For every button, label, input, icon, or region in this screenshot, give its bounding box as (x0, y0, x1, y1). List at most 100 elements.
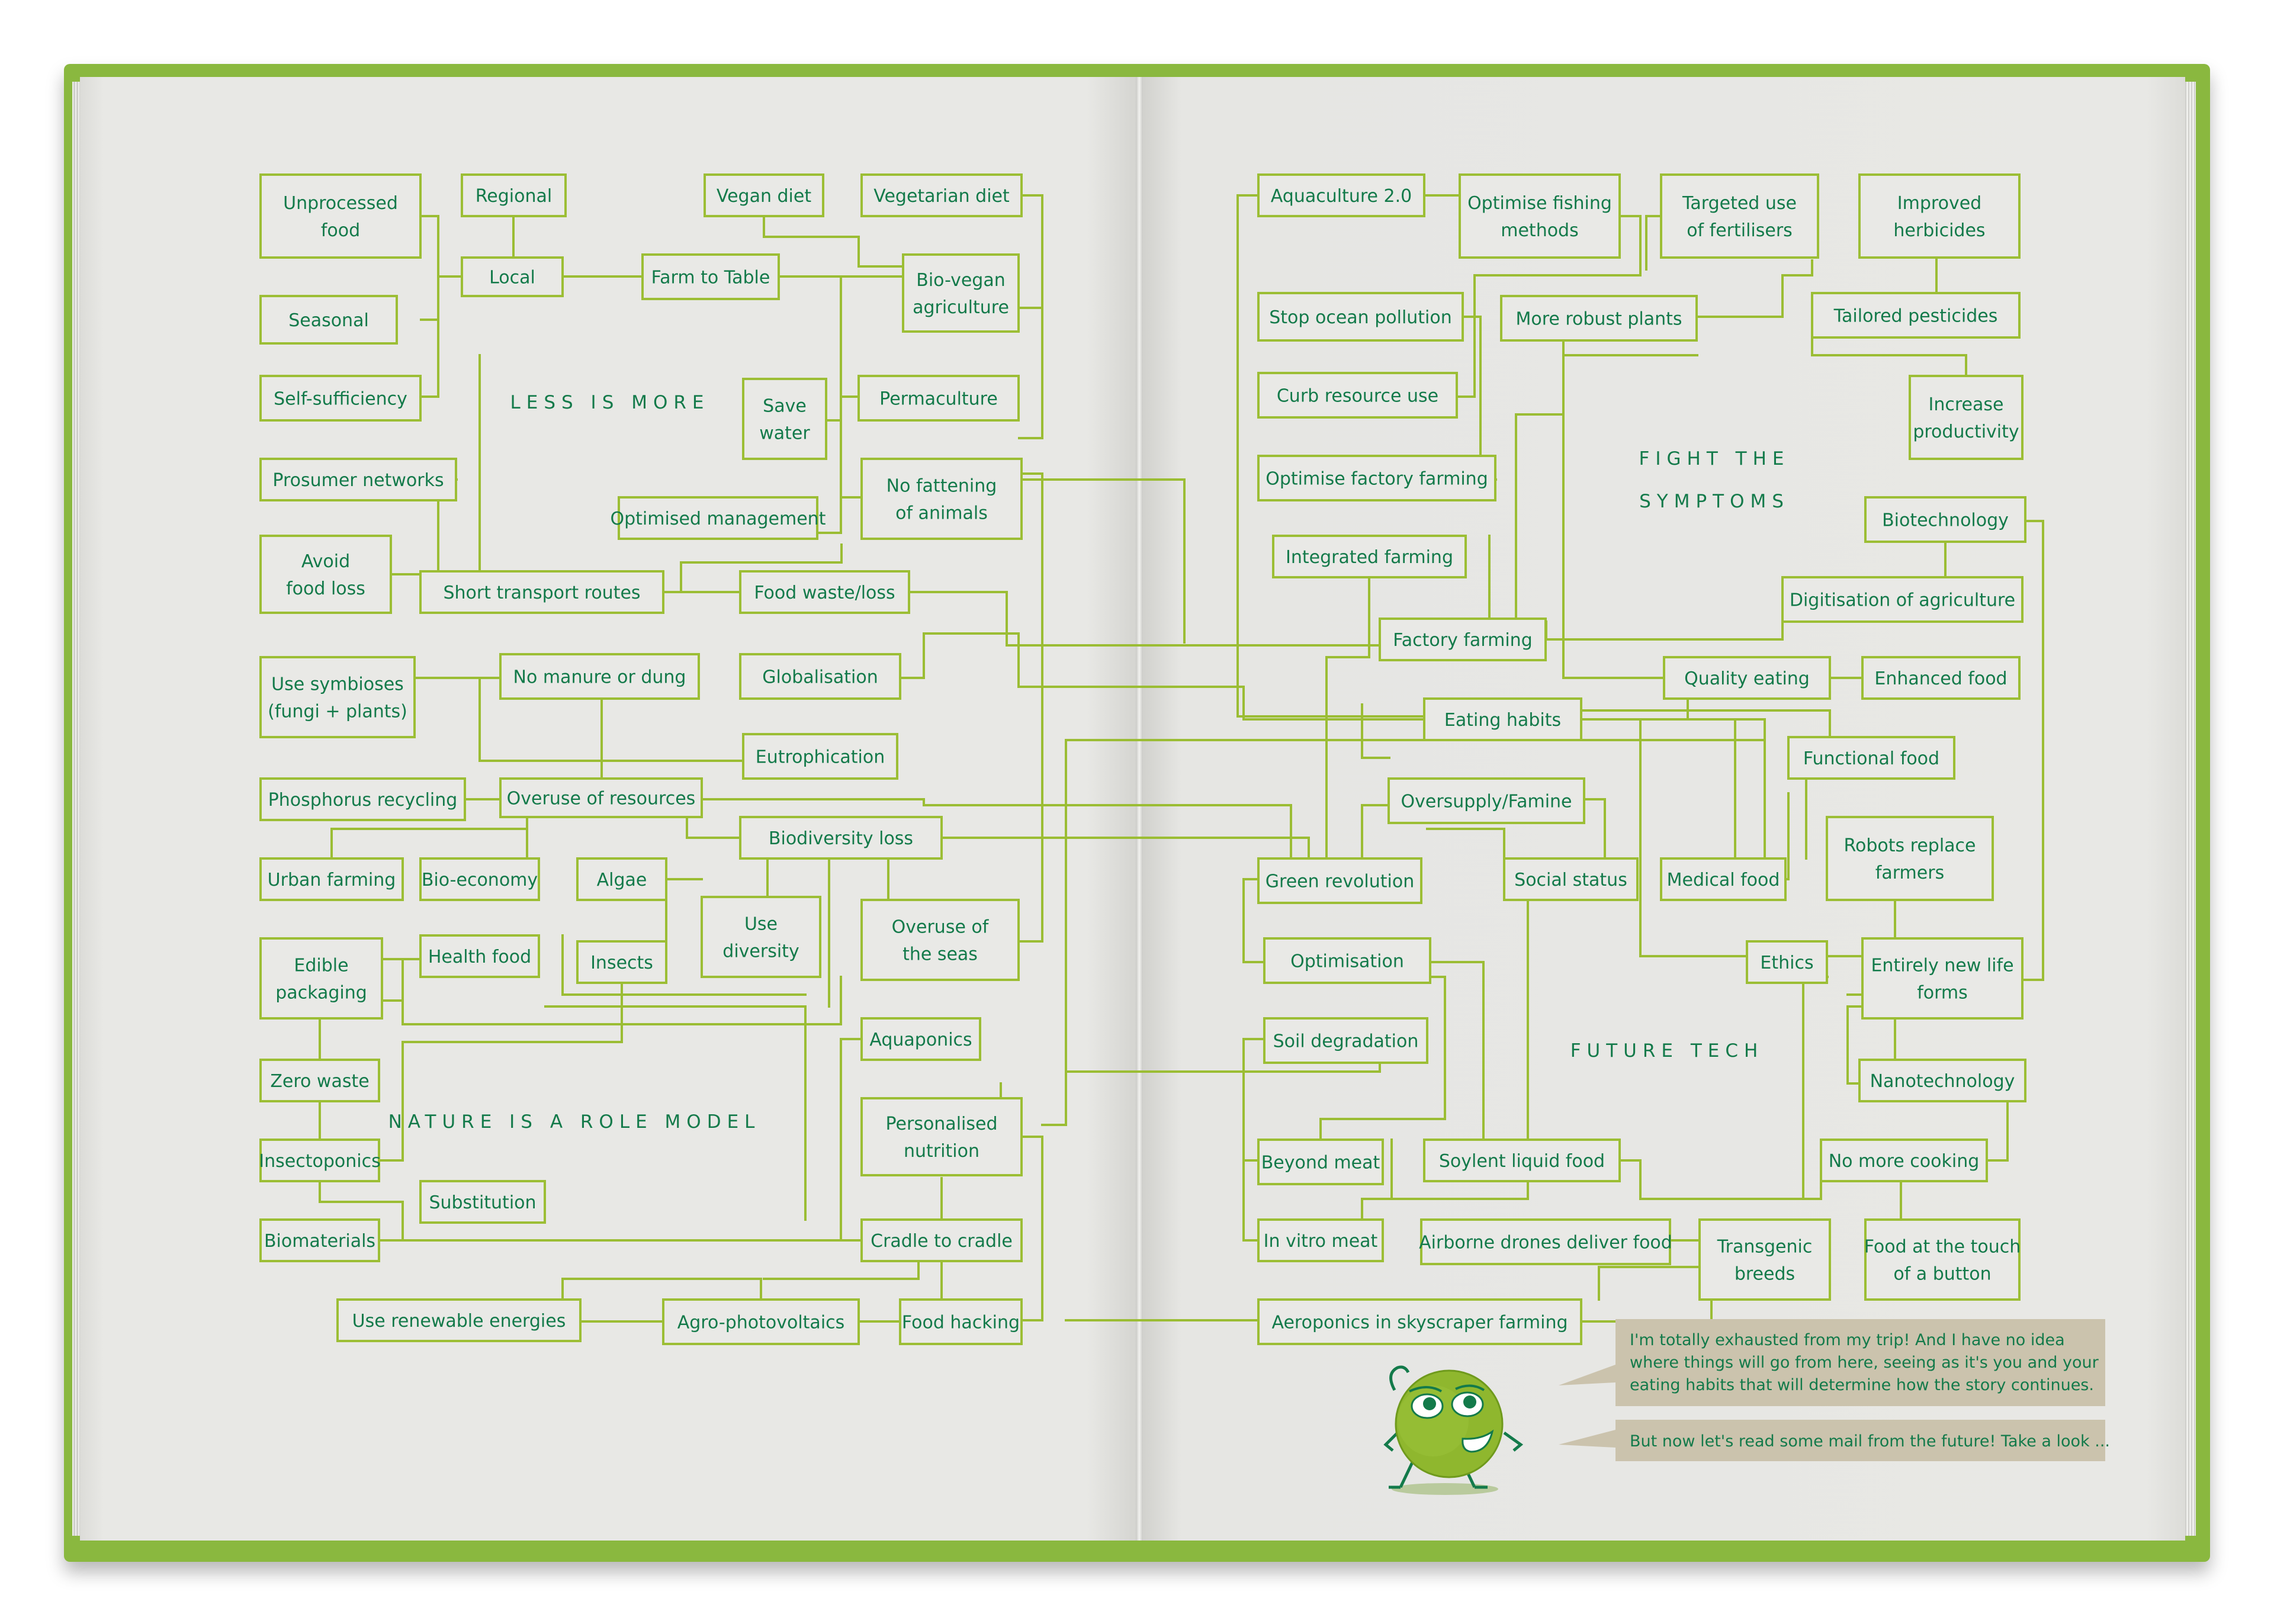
concept-box-selfsuff: Self-sufficiency (259, 375, 422, 422)
box-label: Personalised (886, 1114, 998, 1134)
box-label: Enhanced food (1874, 668, 2007, 689)
box-label: forms (1917, 983, 1968, 1004)
box-frame (739, 653, 901, 700)
bubble-line: where things will go from here, seeing a… (1630, 1353, 2099, 1372)
box-frame (419, 934, 540, 978)
concept-box-algae: Algae (576, 857, 667, 901)
box-frame (739, 816, 943, 860)
book-gutter (1136, 77, 1143, 1541)
concept-box-ocean: Stop ocean pollution (1257, 292, 1464, 342)
box-label: Local (489, 268, 535, 288)
concept-box-robustplants: More robust plants (1500, 295, 1698, 342)
box-label: Insects (590, 953, 653, 973)
concept-box-substitution: Substitution (419, 1180, 546, 1224)
concept-box-renewable: Use renewable energies (336, 1298, 582, 1342)
concept-box-regional: Regional (461, 173, 567, 217)
box-frame (860, 899, 1020, 981)
box-label: Insectoponics (259, 1151, 380, 1172)
box-frame (1787, 736, 1955, 780)
box-label: Seasonal (288, 310, 369, 331)
concept-box-functional: Functional food (1787, 736, 1955, 780)
box-frame (860, 173, 1023, 217)
concept-box-pesticides: Tailored pesticides (1811, 292, 2021, 339)
box-label: farmers (1875, 863, 1944, 883)
box-frame (419, 1180, 546, 1224)
box-frame (336, 1298, 582, 1342)
box-frame (860, 1218, 1023, 1262)
concept-box-oversupply: Oversupply/Famine (1387, 777, 1585, 824)
box-label: Optimise factory farming (1266, 469, 1488, 490)
box-label: Functional food (1803, 748, 1939, 769)
box-label: Medical food (1667, 870, 1780, 890)
box-frame (259, 777, 466, 821)
box-label: Agro-photovoltaics (677, 1313, 845, 1333)
box-frame (1858, 173, 2021, 259)
concept-box-shorttransport: Short transport routes (419, 570, 664, 614)
box-label: Eating habits (1444, 710, 1561, 731)
box-frame (259, 937, 383, 1020)
box-label: Biodiversity loss (769, 828, 913, 849)
box-label: Soylent liquid food (1439, 1151, 1605, 1172)
box-label: Curb resource use (1277, 386, 1438, 407)
box-frame (1781, 576, 2024, 623)
box-label: breeds (1735, 1264, 1795, 1285)
box-label: Zero waste (270, 1071, 369, 1092)
box-label: Use renewable energies (352, 1311, 566, 1332)
box-frame (1257, 1218, 1384, 1262)
concept-box-insects: Insects (576, 940, 667, 984)
box-frame (1423, 1139, 1621, 1182)
box-frame (576, 940, 667, 984)
box-frame (419, 857, 540, 901)
box-label: Unprocessed (283, 193, 398, 214)
concept-box-soil: Soil degradation (1263, 1017, 1428, 1064)
box-frame (1503, 857, 1639, 901)
box-frame (259, 535, 392, 614)
section-title-less: LESS IS MORE (510, 392, 709, 413)
concept-box-agropv: Agro-photovoltaics (662, 1298, 860, 1345)
concept-box-bioeconomy: Bio-economy (419, 857, 540, 901)
box-label: of a button (1893, 1264, 1991, 1285)
box-label: Health food (428, 947, 531, 967)
bubble-line: I'm totally exhausted from my trip! And … (1630, 1331, 2065, 1349)
box-label: No more cooking (1829, 1151, 1980, 1172)
concept-box-socialstatus: Social status (1503, 857, 1639, 901)
box-frame (860, 1017, 981, 1061)
box-label: Improved (1897, 193, 1981, 214)
box-frame (259, 656, 416, 738)
box-label: Biomaterials (264, 1231, 375, 1252)
concept-box-eutrophication: Eutrophication (742, 733, 898, 780)
box-label: methods (1501, 220, 1578, 241)
box-frame (1272, 535, 1467, 578)
box-label: the seas (902, 944, 978, 965)
concept-box-healthfood: Health food (419, 934, 540, 978)
box-frame (1660, 173, 1819, 259)
box-frame (1257, 292, 1464, 342)
box-frame (1459, 173, 1621, 259)
concept-box-factory: Factory farming (1379, 618, 1547, 661)
box-label: Cradle to cradle (871, 1231, 1013, 1252)
box-label: Social status (1514, 870, 1627, 890)
concept-box-seasonal: Seasonal (259, 295, 398, 345)
box-label: Tailored pesticides (1833, 306, 1998, 327)
box-label: Quality eating (1684, 668, 1810, 689)
box-frame (857, 375, 1020, 422)
box-label: Save (763, 396, 807, 417)
concept-box-biomaterials: Biomaterials (259, 1218, 380, 1262)
bubble-line: But now let's read some mail from the fu… (1630, 1432, 2110, 1451)
box-label: Edible (294, 956, 348, 976)
box-label: In vitro meat (1264, 1231, 1378, 1252)
concept-box-farmtotable: Farm to Table (641, 253, 780, 300)
box-frame (1379, 618, 1547, 661)
box-frame (860, 1097, 1023, 1176)
box-label: Ethics (1760, 953, 1813, 973)
